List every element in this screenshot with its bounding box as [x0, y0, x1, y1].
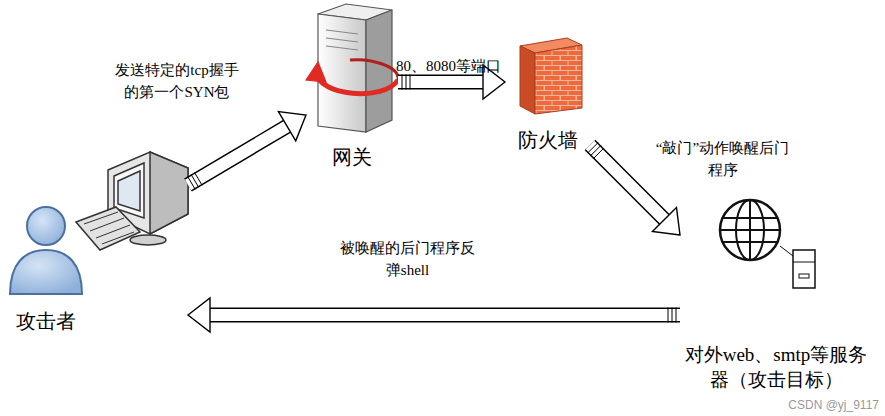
arrow-body [590, 145, 664, 219]
icon-node: 网关 [306, 2, 398, 170]
arrow-tail-stripe [676, 308, 677, 323]
web-server-icon [718, 198, 815, 288]
node-label: 对外web、smtp等服务器（攻击目标） [680, 343, 872, 392]
person-icon [10, 207, 82, 294]
edge-label: 被唤醒的后门程序反弹shell [340, 238, 475, 282]
gateway-server-icon [306, 4, 398, 132]
arrow-body [398, 76, 483, 88]
node-label: 网关 [306, 144, 398, 170]
hollow-arrow [188, 298, 680, 332]
computer-icon [76, 152, 188, 250]
icon-node: 防火墙 [505, 35, 590, 153]
arrow-tail-stripe [590, 145, 601, 156]
edge-label: 发送特定的tcp握手的第一个SYN包 [112, 60, 242, 104]
arrow-body [210, 309, 680, 321]
watermark: CSDN @yj_9117 [788, 398, 879, 412]
icon-node: 攻击者 [8, 148, 188, 334]
edge-label: 80、8080等端口 [396, 56, 501, 78]
arrow-tail-stripe [402, 75, 403, 90]
node-label: 防火墙 [505, 127, 590, 153]
arrow-outline [590, 145, 664, 219]
arrow-tail-stripe [410, 75, 411, 90]
hollow-arrow [588, 143, 680, 235]
arrow-tail-stripe [672, 308, 673, 323]
arrow-body [188, 126, 287, 185]
arrow-head [652, 207, 680, 235]
edge-label: “敲门”动作唤醒后门程序 [655, 138, 790, 182]
firewall-icon [520, 38, 582, 114]
arrow-tail-stripe [406, 75, 407, 90]
icon-node: 对外web、smtp等服务器（攻击目标） [680, 195, 872, 392]
arrow-tail-stripe [668, 308, 669, 323]
arrow-tail-stripe [191, 174, 199, 187]
arrow-outline [210, 308, 680, 323]
arrow-tail-stripe [588, 143, 599, 154]
arrow-outline [188, 126, 287, 185]
hollow-arrow [188, 112, 306, 190]
arrow-head [278, 112, 306, 141]
arrow-outline [398, 75, 483, 90]
arrow-tail-stripe [593, 148, 604, 159]
arrow-tail-stripe [188, 177, 196, 190]
arrow-head [188, 298, 210, 332]
arrow-tail-stripe [194, 172, 202, 185]
node-label: 攻击者 [16, 308, 188, 334]
